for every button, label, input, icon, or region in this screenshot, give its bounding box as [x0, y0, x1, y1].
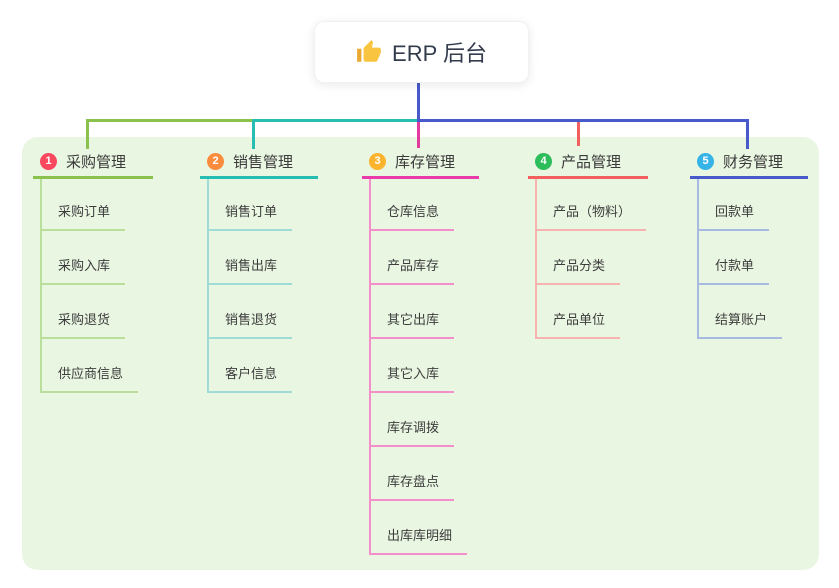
child-item[interactable]: 销售出库 — [207, 258, 293, 285]
child-item[interactable]: 回款单 — [697, 204, 770, 231]
branch-title: 采购管理 — [66, 153, 127, 171]
child-item[interactable]: 其它出库 — [369, 312, 455, 339]
branch-children: 回款单付款单结算账户 — [690, 179, 808, 339]
child-item[interactable]: 产品单位 — [535, 312, 621, 339]
child-item[interactable]: 出库库明细 — [369, 528, 468, 555]
branch-header[interactable]: 1 采购管理 — [33, 146, 153, 179]
child-item[interactable]: 结算账户 — [697, 312, 783, 339]
branch-header[interactable]: 4 产品管理 — [528, 146, 648, 179]
branch-bus-teal — [252, 119, 419, 122]
branch-children: 采购订单采购入库采购退货供应商信息 — [33, 179, 153, 393]
branch-number-badge: 4 — [535, 152, 552, 170]
branch-drop-product — [577, 122, 580, 146]
branch-children: 仓库信息产品库存其它出库其它入库库存调拨库存盘点出库库明细 — [362, 179, 479, 555]
child-item[interactable]: 库存盘点 — [369, 474, 455, 501]
child-item[interactable]: 采购订单 — [40, 204, 126, 231]
branch-children: 产品（物料） 产品分类产品单位 — [528, 179, 648, 339]
child-item[interactable]: 产品库存 — [369, 258, 455, 285]
child-item[interactable]: 其它入库 — [369, 366, 455, 393]
branch-title: 财务管理 — [723, 153, 784, 171]
branch-bus-green — [86, 119, 253, 122]
branches-panel — [22, 137, 819, 570]
root-node[interactable]: ERP 后台 — [314, 21, 529, 83]
child-item[interactable]: 产品（物料） — [535, 204, 647, 231]
branch-drop-finance — [746, 119, 749, 149]
child-item[interactable]: 库存调拨 — [369, 420, 455, 447]
root-title: ERP 后台 — [392, 41, 487, 66]
child-item[interactable]: 销售订单 — [207, 204, 293, 231]
child-item[interactable]: 销售退货 — [207, 312, 293, 339]
child-item[interactable]: 付款单 — [697, 258, 770, 285]
branch-product-management: 4 产品管理 产品（物料） 产品分类产品单位 — [528, 146, 648, 339]
branch-title: 销售管理 — [233, 153, 294, 171]
child-item[interactable]: 采购退货 — [40, 312, 126, 339]
branch-number-badge: 5 — [697, 152, 714, 170]
branch-header[interactable]: 5 财务管理 — [690, 146, 808, 179]
child-item[interactable]: 采购入库 — [40, 258, 126, 285]
thumbs-up-icon — [356, 39, 382, 65]
branch-number-badge: 1 — [40, 152, 57, 170]
branch-inventory-management: 3 库存管理 仓库信息产品库存其它出库其它入库库存调拨库存盘点出库库明细 — [362, 146, 479, 555]
branch-title: 产品管理 — [561, 153, 622, 171]
branch-number-badge: 2 — [207, 152, 224, 170]
branch-title: 库存管理 — [395, 153, 456, 171]
child-item[interactable]: 仓库信息 — [369, 204, 455, 231]
child-item[interactable]: 供应商信息 — [40, 366, 139, 393]
branch-header[interactable]: 3 库存管理 — [362, 146, 479, 179]
root-connector-line — [417, 81, 420, 121]
branch-header[interactable]: 2 销售管理 — [200, 146, 318, 179]
branch-purchase-management: 1 采购管理 采购订单采购入库采购退货供应商信息 — [33, 146, 153, 393]
branch-finance-management: 5 财务管理 回款单付款单结算账户 — [690, 146, 808, 339]
branch-sales-management: 2 销售管理 销售订单销售出库销售退货客户信息 — [200, 146, 318, 393]
branch-children: 销售订单销售出库销售退货客户信息 — [200, 179, 318, 393]
child-item[interactable]: 客户信息 — [207, 366, 293, 393]
branch-number-badge: 3 — [369, 152, 386, 170]
branch-bus-blue — [417, 119, 749, 122]
branch-drop-purchase — [86, 119, 89, 149]
branch-drop-inventory — [417, 122, 420, 148]
branch-drop-sales — [252, 119, 255, 149]
child-item[interactable]: 产品分类 — [535, 258, 621, 285]
